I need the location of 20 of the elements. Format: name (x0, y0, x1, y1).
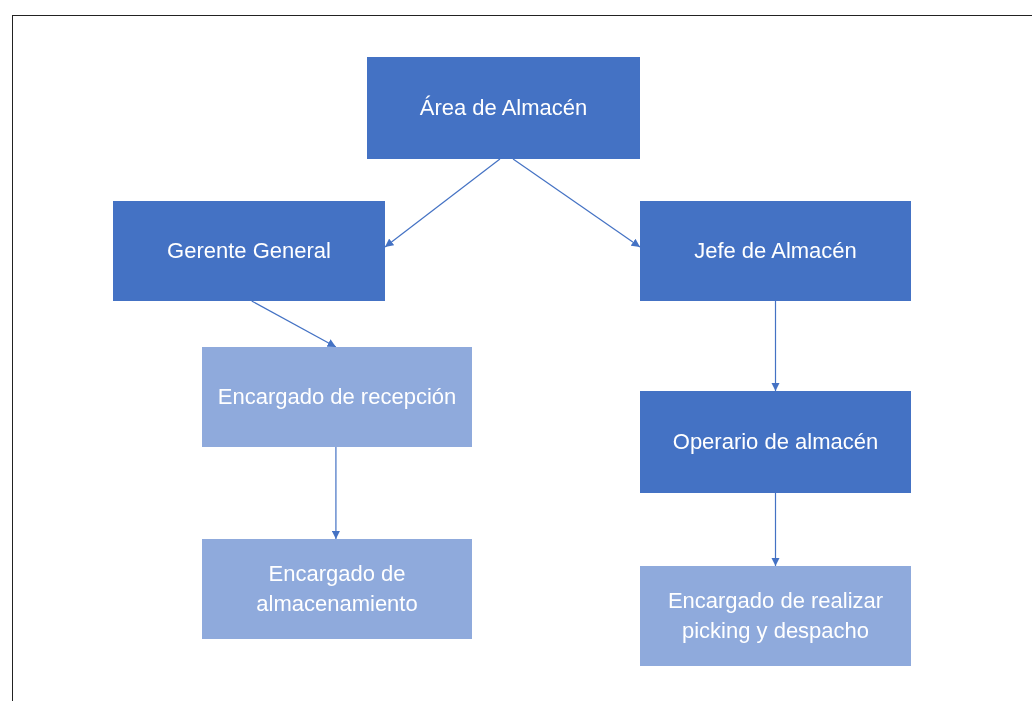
role-label: Gerente General (167, 237, 331, 266)
arrow (384, 158, 501, 248)
arrow (771, 492, 780, 567)
role-label: Encargado de almacenamiento (255, 560, 419, 618)
role-box (202, 347, 472, 447)
role-box (640, 391, 911, 493)
role-label: Área de Almacén (419, 94, 588, 123)
role-label: Jefe de Almacén (694, 237, 857, 266)
role-box (113, 201, 385, 301)
role-label: Operario de almacén (672, 428, 879, 457)
arrow (771, 300, 780, 392)
role-box (367, 57, 640, 159)
role-box (640, 201, 911, 301)
role-box (640, 566, 911, 666)
arrow (331, 446, 341, 540)
role-box (202, 539, 472, 639)
arrow (512, 158, 641, 248)
role-label: Encargado de realizar picking y despacho (666, 587, 885, 645)
arrow (251, 300, 337, 348)
role-label: Encargado de recepción (217, 383, 457, 412)
